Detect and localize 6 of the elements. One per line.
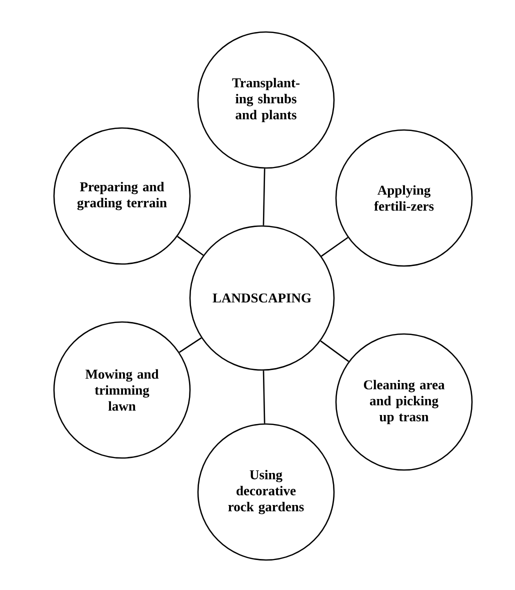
connector-line: [179, 337, 202, 353]
connector-line: [262, 370, 266, 424]
connector-line: [262, 168, 266, 226]
connector-line: [177, 236, 204, 256]
connector-line: [321, 237, 348, 257]
connector-line: [320, 340, 349, 362]
